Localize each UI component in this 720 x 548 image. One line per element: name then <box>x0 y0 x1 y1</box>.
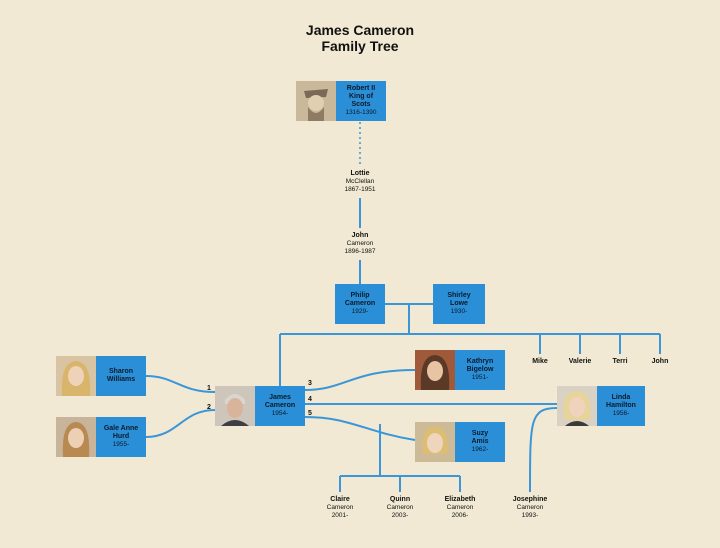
sibling-john[interactable]: John <box>630 358 690 366</box>
john-sr-surname: Cameron <box>346 240 374 247</box>
sharon-portrait <box>56 356 96 396</box>
shirley-years: 1930- <box>450 308 468 315</box>
kathryn-years: 1951- <box>471 374 489 381</box>
sibling-name: Mike <box>532 358 548 365</box>
john-sr-years: 1896-1987 <box>344 248 376 255</box>
josephine-years: 1993- <box>521 512 539 519</box>
sibling-valerie[interactable]: Valerie <box>550 358 610 366</box>
shirley-box[interactable]: Shirley Lowe 1930- <box>433 284 485 324</box>
marriage-3-line <box>304 369 416 391</box>
marriage-number: 1 <box>207 385 211 392</box>
linda-portrait <box>557 386 597 426</box>
marriage-2-line <box>145 409 216 438</box>
child-elizabeth[interactable]: Elizabeth Cameron 2006- <box>430 496 490 520</box>
gale-surname: Hurd <box>112 433 130 440</box>
marriage-number: 5 <box>308 410 312 417</box>
sibling-terri[interactable]: Terri <box>590 358 650 366</box>
philip-surname: Cameron <box>344 300 376 307</box>
linda-name: Linda <box>611 394 631 401</box>
lottie-name: Lottie <box>350 170 370 177</box>
gale-name: Gale Anne <box>103 425 139 432</box>
sibling-mike[interactable]: Mike <box>510 358 570 366</box>
marriage-number: 3 <box>308 380 312 387</box>
elizabeth-surname: Cameron <box>446 504 474 511</box>
kathryn-name: Kathryn <box>466 358 494 365</box>
linda-years: 1956- <box>612 410 630 417</box>
sharon-box[interactable]: Sharon Williams <box>96 356 146 396</box>
elizabeth-name: Elizabeth <box>444 496 476 503</box>
suzy-name: Suzy <box>471 430 489 437</box>
child-quinn[interactable]: Quinn Cameron 2003- <box>370 496 430 520</box>
suzy-box[interactable]: Suzy Amis 1962- <box>455 422 505 462</box>
robert-portrait <box>296 81 336 121</box>
gale-portrait <box>56 417 96 457</box>
gale-years: 1955- <box>112 441 130 448</box>
philip-years: 1929- <box>351 308 369 315</box>
marriage-5-line <box>304 416 416 441</box>
sibling-name: Valerie <box>568 358 592 365</box>
linda-surname: Hamilton <box>606 402 636 409</box>
kathryn-box[interactable]: Kathryn Bigelow 1951- <box>455 350 505 390</box>
portrait-icon <box>215 386 255 426</box>
gale-box[interactable]: Gale Anne Hurd 1955- <box>96 417 146 457</box>
james-box[interactable]: James Cameron 1954- <box>255 386 305 426</box>
james-years: 1954- <box>271 410 289 417</box>
portrait-icon <box>557 386 597 426</box>
suzy-years: 1962- <box>471 446 489 453</box>
kathryn-surname: Bigelow <box>466 366 494 373</box>
claire-name: Claire <box>330 496 350 503</box>
suzy-portrait <box>415 422 455 462</box>
shirley-name: Shirley <box>447 292 471 299</box>
quinn-name: Quinn <box>389 496 411 503</box>
portrait-icon <box>415 422 455 462</box>
portrait-icon <box>56 417 96 457</box>
marriage-number: 4 <box>308 396 312 403</box>
elizabeth-years: 2006- <box>451 512 469 519</box>
sibling-name: John <box>651 358 669 365</box>
josephine-name: Josephine <box>512 496 548 503</box>
page-title: James Cameron Family Tree <box>260 22 460 54</box>
james-name: James <box>269 394 291 401</box>
marriage-1-line <box>145 375 216 393</box>
quinn-years: 2003- <box>391 512 409 519</box>
robert-name-3: Scots <box>351 101 371 108</box>
child-josephine[interactable]: Josephine Cameron 1993- <box>500 496 560 520</box>
claire-surname: Cameron <box>326 504 354 511</box>
shirley-surname: Lowe <box>450 300 468 307</box>
quinn-surname: Cameron <box>386 504 414 511</box>
title-line-1: James Cameron <box>305 22 415 38</box>
lottie-node[interactable]: Lottie McClellan 1867-1951 <box>330 170 390 194</box>
claire-years: 2001- <box>331 512 349 519</box>
linda-box[interactable]: Linda Hamilton 1956- <box>597 386 645 426</box>
james-surname: Cameron <box>264 402 296 409</box>
child-claire[interactable]: Claire Cameron 2001- <box>310 496 370 520</box>
john-sr-node[interactable]: John Cameron 1896-1987 <box>330 232 390 256</box>
portrait-icon <box>56 356 96 396</box>
portrait-icon <box>296 81 336 121</box>
suzy-surname: Amis <box>471 438 489 445</box>
sharon-surname: Williams <box>106 376 136 383</box>
sharon-name: Sharon <box>108 368 134 375</box>
lottie-surname: McClellan <box>345 178 375 185</box>
robert-box[interactable]: Robert II King of Scots 1316-1390 <box>336 81 386 121</box>
philip-name: Philip <box>350 292 370 299</box>
kathryn-portrait <box>415 350 455 390</box>
lottie-years: 1867-1951 <box>344 186 376 193</box>
robert-years: 1316-1390 <box>345 109 377 116</box>
portrait-icon <box>415 350 455 390</box>
robert-name: Robert II <box>346 85 376 92</box>
josephine-surname: Cameron <box>516 504 544 511</box>
to-josephine-line <box>529 407 558 493</box>
robert-name-2: King of <box>348 93 374 100</box>
james-portrait <box>215 386 255 426</box>
sibling-name: Terri <box>612 358 628 365</box>
philip-box[interactable]: Philip Cameron 1929- <box>335 284 385 324</box>
john-sr-name: John <box>351 232 369 239</box>
title-line-2: Family Tree <box>321 38 399 54</box>
marriage-number: 2 <box>207 404 211 411</box>
